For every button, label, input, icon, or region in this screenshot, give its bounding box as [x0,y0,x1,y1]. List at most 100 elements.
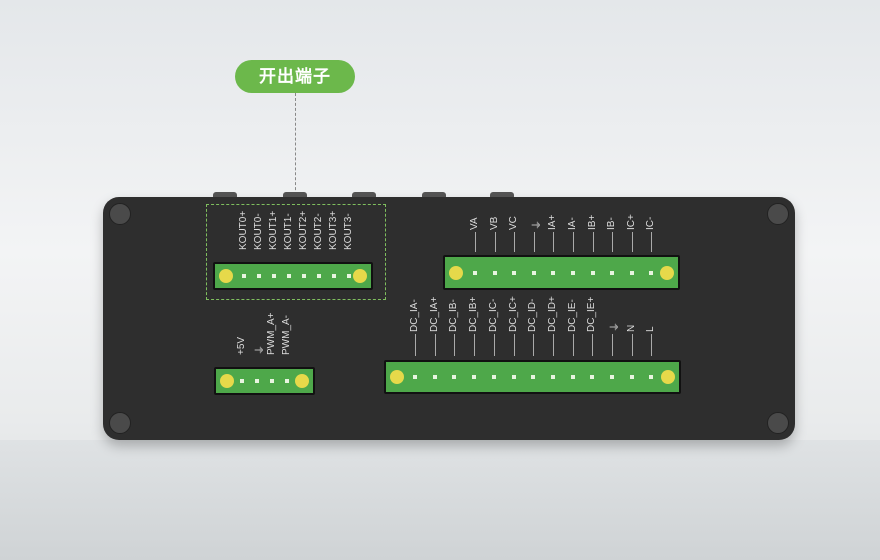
terminal-label: DC_IE- [566,299,578,332]
pin [649,375,654,379]
pin [590,375,595,379]
terminal-leader-line [415,334,416,356]
terminal-label: KOUT3+ [328,210,339,250]
mount-hole-icon [449,265,463,280]
terminal-leader-line [552,334,554,356]
screw-icon [767,412,789,434]
terminal-label: KOUT0- [253,213,264,250]
terminal-leader-line [572,334,574,356]
terminal-label: IB- [606,217,618,230]
terminal-leader-line [513,334,515,356]
mount-hole-icon [295,374,309,388]
pin [472,375,477,379]
terminal-leader-line [474,334,476,356]
callout-label: 开出端子 [235,60,355,93]
pin [302,274,306,278]
terminal-label: IA- [567,217,578,230]
pin [590,270,595,275]
pin [571,270,575,275]
terminal-leader-line [553,232,555,252]
terminal-label: DC_IA+ [428,296,440,332]
pin [531,375,536,379]
terminal-label: VB [488,216,500,230]
mount-hole-icon [219,269,233,283]
terminal-label: DC_IA- [409,299,420,332]
screw-icon [109,203,131,225]
terminal-label: ⏚ [531,220,543,230]
terminal-label: DC_IB- [448,299,460,332]
terminal-label: VA [469,217,480,230]
terminal-leader-line [592,334,594,356]
pin [432,375,437,379]
terminal-label: KOUT2+ [298,210,309,250]
terminal-label: ⏚ [610,322,621,332]
pwm-terminal[interactable] [214,367,315,395]
screw-icon [767,203,789,225]
kout-highlight-box [206,204,386,300]
terminal-label: KOUT2- [313,213,324,250]
terminal-label: KOUT0+ [238,210,249,250]
pin [610,375,614,379]
screw-icon [109,412,131,434]
terminal-label: DC_ID+ [546,296,558,332]
terminal-leader-line [533,334,535,356]
terminal-label: PWM_A+ [266,312,277,355]
pin [531,270,536,275]
terminal-label: DC_ID- [527,298,539,332]
terminal-label: PWM_A- [281,315,292,355]
device-panel [103,197,795,440]
pin [242,274,246,278]
pin [452,375,457,379]
terminal-leader-line [533,232,535,252]
terminal-label: IB+ [586,214,598,230]
terminal-label: +5V [236,336,247,355]
terminal-leader-line [612,334,613,356]
pin [255,379,259,383]
callout-leader [295,93,296,205]
terminal-label: DC_IC+ [507,296,519,332]
terminal-label: KOUT3- [343,213,354,250]
terminal-label: L [645,326,657,332]
terminal-label: KOUT1- [283,213,294,250]
pin [257,274,261,278]
terminal-leader-line [651,334,653,356]
pin [629,375,634,379]
ac-terminal[interactable] [443,255,680,290]
terminal-label: DC_IE+ [586,296,598,332]
terminal-label: IA+ [547,214,559,230]
pin [473,270,477,275]
pin [347,274,351,278]
knob [490,192,514,200]
terminal-leader-line [631,334,633,356]
pin [270,379,274,383]
terminal-label: ⏚ [255,345,266,355]
pin [550,375,555,379]
pin [272,274,276,278]
mount-hole-icon [660,265,674,280]
terminal-leader-line [612,232,614,252]
terminal-label: IC+ [625,214,637,230]
terminal-label: DC_IB+ [468,296,480,332]
knob [213,192,237,200]
pin [413,375,417,379]
knob [352,192,376,200]
terminal-leader-line [631,232,633,252]
pin [317,274,321,278]
kout-terminal[interactable] [213,262,373,290]
pin [570,375,575,379]
pin [512,270,517,275]
pin [240,379,244,383]
mount-hole-icon [661,370,675,384]
knob [283,192,307,200]
pin [492,270,497,275]
terminal-leader-line [573,232,574,252]
pin [285,379,289,383]
terminal-leader-line [494,232,496,252]
mount-hole-icon [353,269,367,283]
terminal-label: KOUT1+ [268,210,279,250]
terminal-label: IC- [645,216,657,230]
pin [491,375,496,379]
terminal-leader-line [493,334,495,356]
dc-terminal[interactable] [384,360,681,394]
terminal-leader-line [475,232,476,252]
